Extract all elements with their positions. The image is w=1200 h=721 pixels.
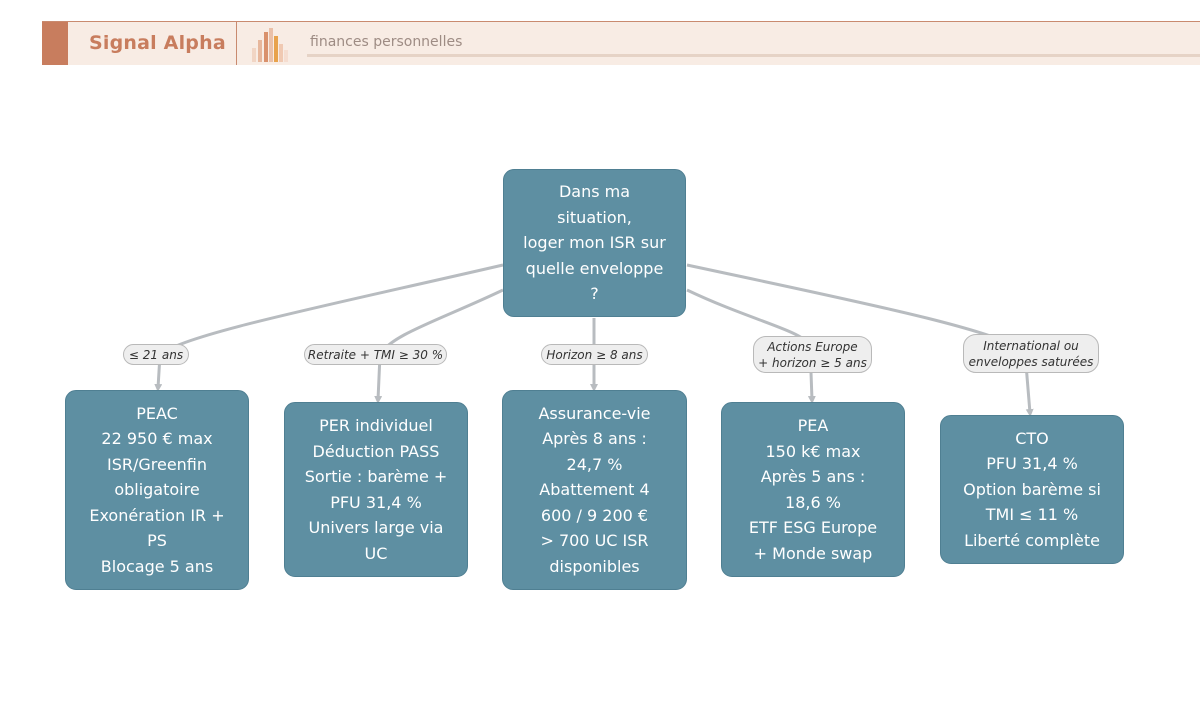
node-pea-text: PEA 150 k€ max Après 5 ans : 18,6 % ETF … bbox=[748, 416, 878, 563]
header-tagline: finances personnelles bbox=[310, 34, 463, 50]
node-peac-text: PEAC 22 950 € max ISR/Greenfin obligatoi… bbox=[89, 403, 225, 576]
node-pea[interactable]: PEA 150 k€ max Après 5 ans : 18,6 % ETF … bbox=[721, 402, 905, 577]
edge-label-pea: Actions Europe + horizon ≥ 5 ans bbox=[753, 336, 872, 373]
edge-label-cto: International ou enveloppes saturées bbox=[963, 334, 1099, 373]
node-cto-text: CTO PFU 31,4 % Option barème si TMI ≤ 11… bbox=[963, 428, 1101, 550]
node-assurance-vie[interactable]: Assurance-vie Après 8 ans : 24,7 % Abatt… bbox=[502, 390, 687, 590]
header-accent-bar bbox=[42, 22, 68, 65]
edge-line-peac bbox=[154, 263, 504, 392]
edge-label-per: Retraite + TMI ≥ 30 % bbox=[304, 344, 447, 365]
root-question-text: Dans ma situation, loger mon ISR sur que… bbox=[523, 182, 666, 304]
brand-name[interactable]: Signal Alpha bbox=[89, 32, 226, 54]
root-question-node[interactable]: Dans ma situation, loger mon ISR sur que… bbox=[503, 169, 686, 317]
node-assurance-vie-text: Assurance-vie Après 8 ans : 24,7 % Abatt… bbox=[538, 403, 651, 576]
header-divider bbox=[236, 22, 237, 65]
node-peac[interactable]: PEAC 22 950 € max ISR/Greenfin obligatoi… bbox=[65, 390, 249, 590]
tagline-underline bbox=[307, 54, 1200, 57]
edge-label-peac: ≤ 21 ans bbox=[123, 344, 189, 365]
app-header: Signal Alpha finances personnelles bbox=[42, 21, 1200, 65]
edge-label-assurance-vie: Horizon ≥ 8 ans bbox=[541, 344, 648, 365]
node-per-individuel[interactable]: PER individuel Déduction PASS Sortie : b… bbox=[284, 402, 468, 577]
node-per-text: PER individuel Déduction PASS Sortie : b… bbox=[304, 416, 448, 563]
node-cto[interactable]: CTO PFU 31,4 % Option barème si TMI ≤ 11… bbox=[940, 415, 1124, 564]
bar-chart-logo-icon bbox=[252, 28, 288, 62]
